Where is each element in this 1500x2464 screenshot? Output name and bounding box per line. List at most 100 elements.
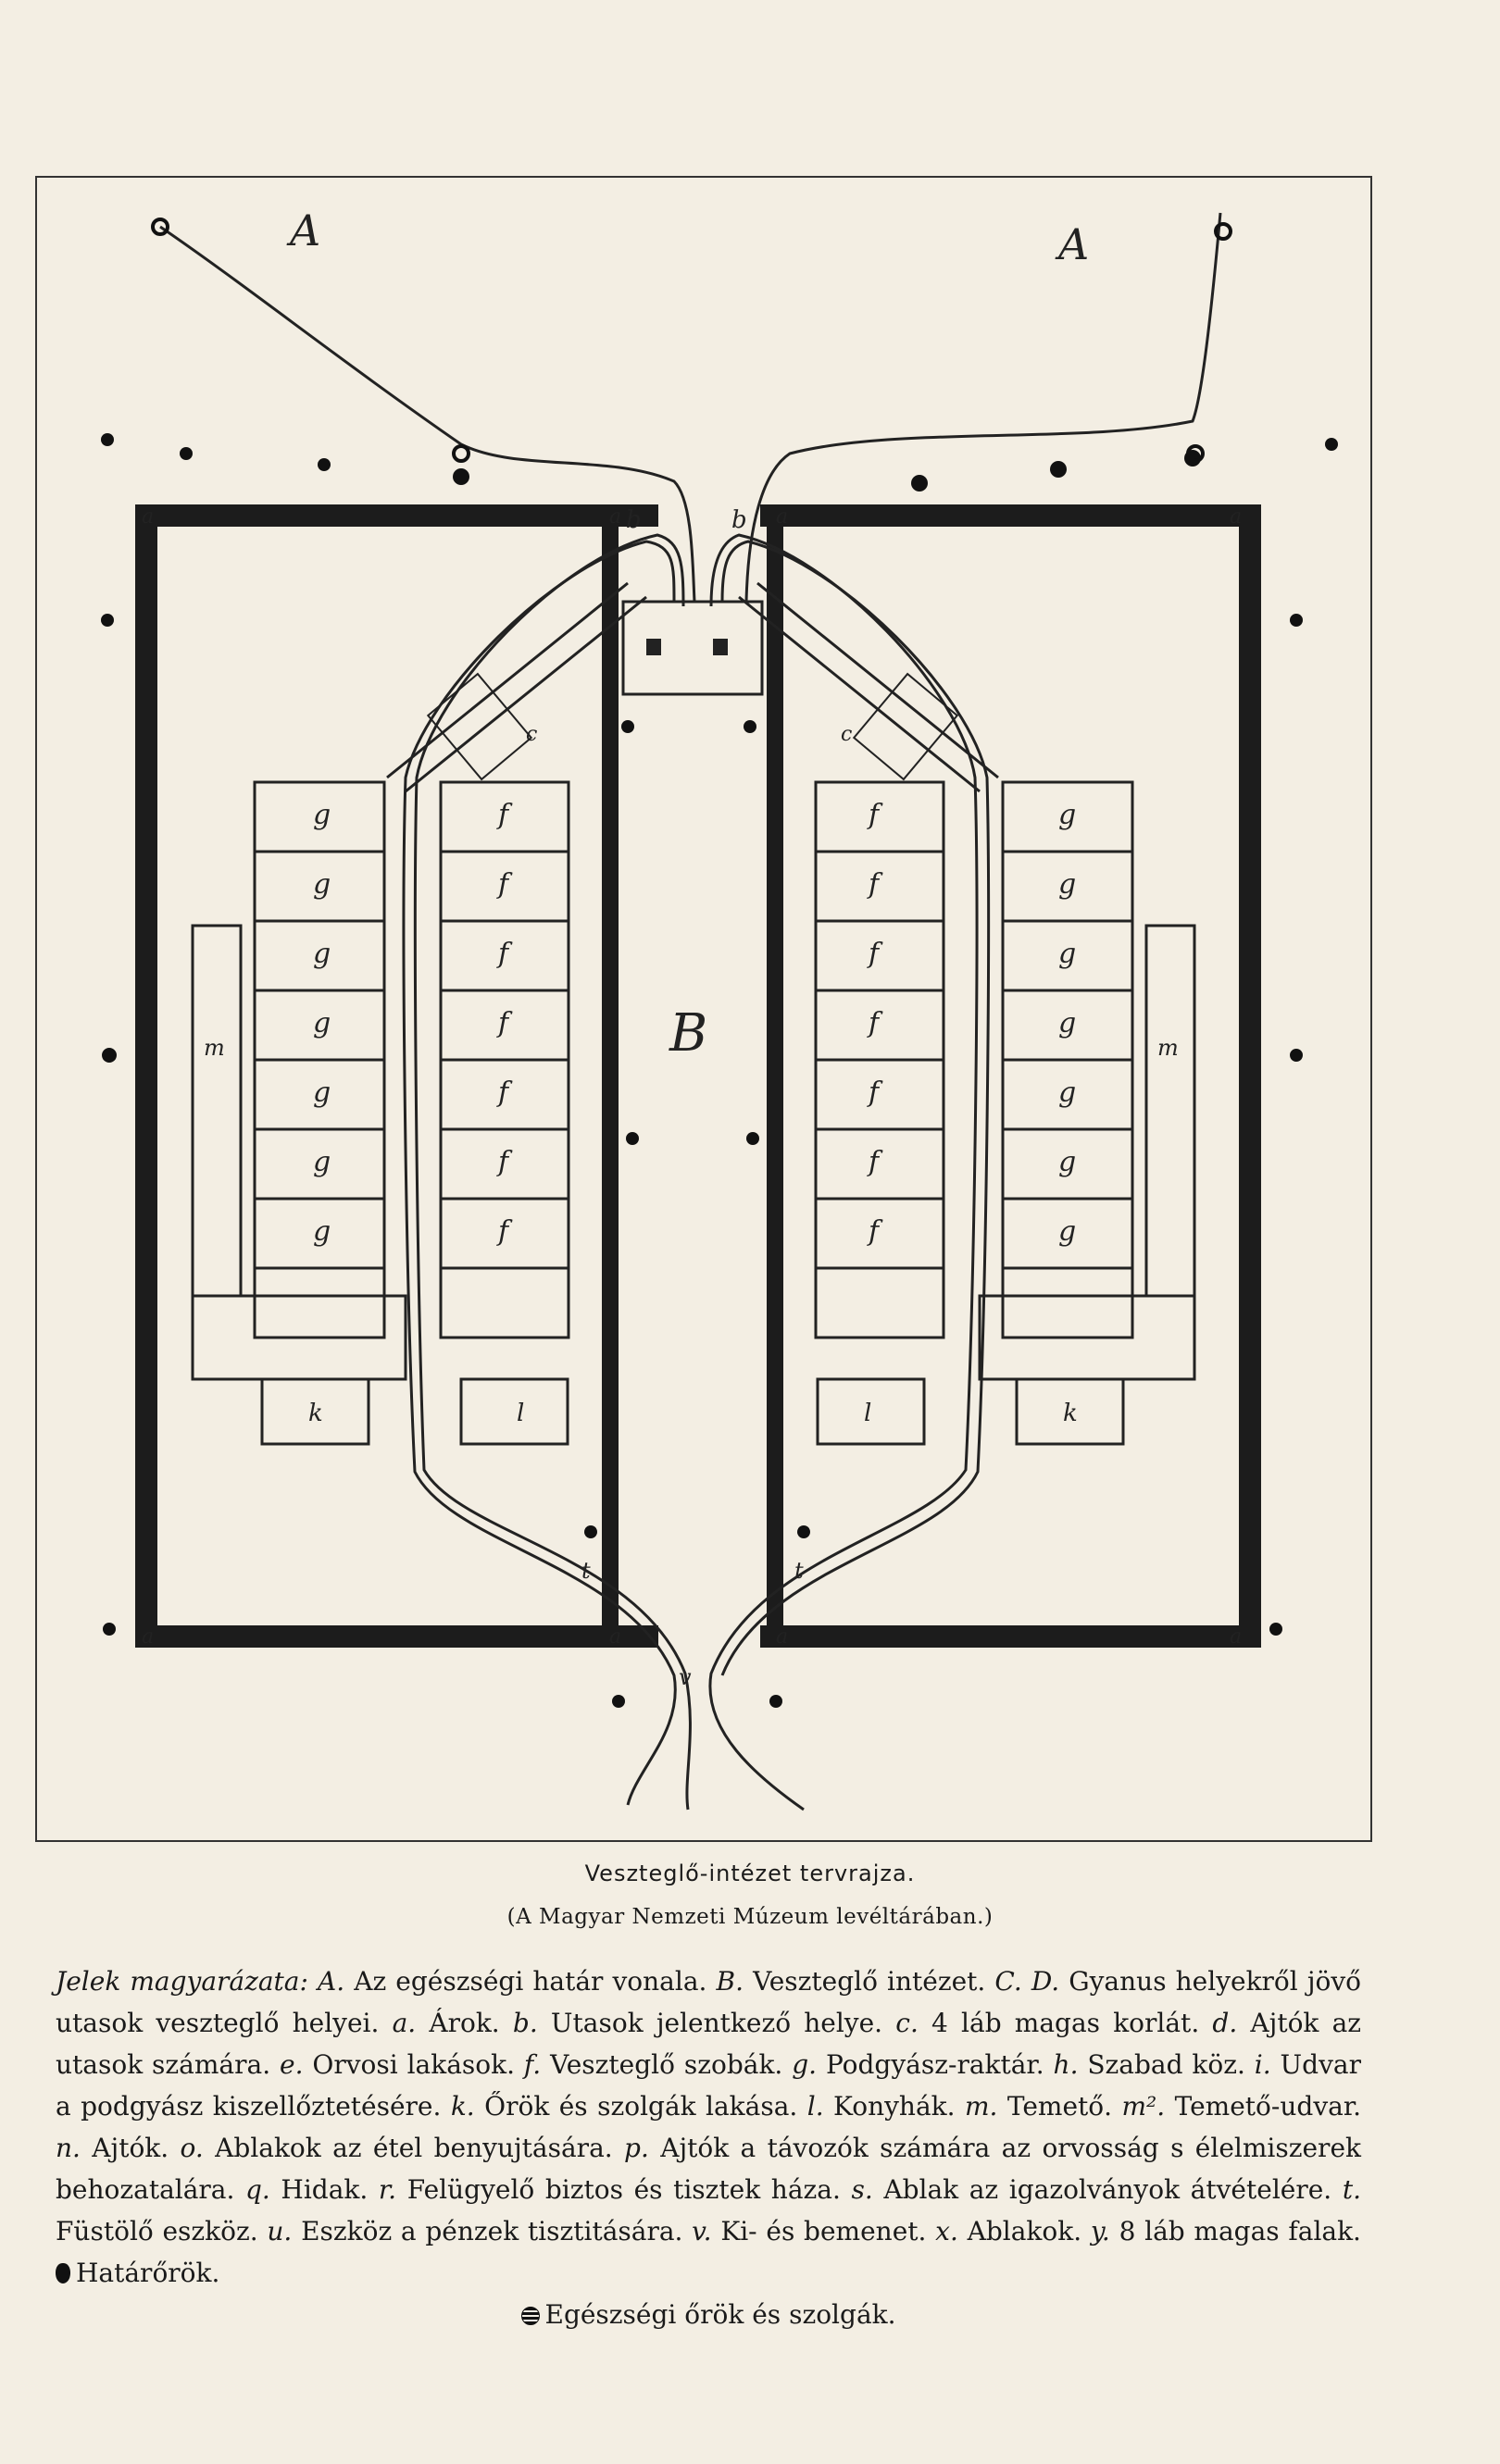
legend-entry: Orvosi lakások. xyxy=(312,2049,516,2080)
legend-key: C. D. xyxy=(994,1966,1060,1997)
legend-entry: Hidak. xyxy=(281,2174,369,2205)
legend-key: a. xyxy=(392,2008,417,2038)
legend-key: d. xyxy=(1212,2008,1238,2038)
legend-entry: Veszteglő intézet. xyxy=(753,1966,986,1997)
right-room-block xyxy=(814,780,1196,1446)
legend-key: B. xyxy=(716,1966,744,1997)
border-label-a-left: A xyxy=(286,205,320,255)
svg-text:a: a xyxy=(1230,1625,1242,1649)
svg-text:f: f xyxy=(867,1007,883,1039)
svg-text:a: a xyxy=(142,505,154,529)
legend-health-guards-line: Egészségi őrök és szolgák. xyxy=(56,2294,1361,2335)
legend-entry: Ablakok az étel benyujtására. xyxy=(215,2133,613,2163)
legend-entry: Ajtók a távozók számára az orvosság s él… xyxy=(56,2133,1361,2205)
legend-key: q. xyxy=(245,2174,270,2205)
legend-key: s. xyxy=(851,2174,873,2205)
svg-text:c: c xyxy=(841,723,852,746)
legend-entry: Ablakok. xyxy=(967,2216,1082,2246)
legend-lead: Jelek magyarázata: xyxy=(56,1966,308,1997)
legend-key: f. xyxy=(523,2049,542,2080)
svg-text:f: f xyxy=(867,799,883,831)
room-labels-g-left: gg gg gg g xyxy=(313,799,331,1248)
reception-house xyxy=(621,600,764,696)
svg-text:a: a xyxy=(776,505,788,529)
legend-key: e. xyxy=(280,2049,304,2080)
legend-text: Jelek magyarázata: A. Az egészségi határ… xyxy=(56,1960,1361,2335)
svg-text:f: f xyxy=(496,1076,513,1109)
svg-text:g: g xyxy=(1058,1146,1076,1178)
legend-entry: Szabad köz. xyxy=(1087,2049,1245,2080)
svg-text:g: g xyxy=(313,1215,331,1248)
legend-entry: Temető. xyxy=(1006,2091,1113,2122)
legend-entry: Az egészségi határ vonala. xyxy=(354,1966,707,1997)
legend-entry: Ajtók. xyxy=(92,2133,169,2163)
legend-entry: Temető-udvar. xyxy=(1174,2091,1362,2122)
legend-health-guards: Egészségi őrök és szolgák. xyxy=(544,2299,896,2330)
legend-key: c. xyxy=(895,2008,919,2038)
legend-key: b. xyxy=(512,2008,538,2038)
svg-text:f: f xyxy=(867,1215,883,1248)
plan-label-l-left: l xyxy=(517,1400,524,1427)
health-guard-markers xyxy=(151,218,1232,463)
svg-text:f: f xyxy=(496,1146,513,1178)
legend-entry: Gyanus helyekről jövő utasok veszteglő h… xyxy=(56,1966,1362,2038)
svg-text:g: g xyxy=(313,1076,331,1109)
plan-label-k-left: k xyxy=(308,1400,323,1427)
svg-text:g: g xyxy=(1058,938,1076,970)
legend-entry: Füstölő eszköz. xyxy=(56,2216,258,2246)
svg-text:t: t xyxy=(794,1558,804,1584)
svg-text:f: f xyxy=(496,799,513,831)
quarantine-floor-plan: A A B b b m m k k l l gg gg gg g ff ff f… xyxy=(101,205,1338,1811)
legend-entry: Udvar a podgyász kiszellőztetésére. xyxy=(56,2049,1361,2122)
legend-key: y. xyxy=(1090,2216,1110,2246)
room-labels-g-right: gg gg gg g xyxy=(1058,799,1076,1248)
legend-entry: Ki- és bemenet. xyxy=(720,2216,927,2246)
legend-key: r. xyxy=(378,2174,397,2205)
svg-text:f: f xyxy=(496,938,513,970)
svg-text:v: v xyxy=(679,1664,692,1690)
plan-label-m-right: m xyxy=(1157,1035,1179,1061)
svg-text:c: c xyxy=(526,723,537,746)
legend-key: i. xyxy=(1254,2049,1271,2080)
legend-entry: Felügyelő biztos és tisztek háza. xyxy=(406,2174,841,2205)
plan-label-l-right: l xyxy=(864,1400,871,1427)
legend-entry: Ajtók az utasok számára. xyxy=(56,2008,1362,2080)
plan-label-k-right: k xyxy=(1063,1400,1078,1427)
border-line-left xyxy=(159,225,696,603)
plan-label-m-left: m xyxy=(204,1035,225,1061)
svg-text:f: f xyxy=(867,1146,883,1178)
legend-key: p. xyxy=(624,2133,649,2163)
legend-key: n. xyxy=(56,2133,81,2163)
legend-entry: 8 láb magas falak. xyxy=(1119,2216,1361,2246)
plan-caption-source: (A Magyar Nemzeti Múzeum levéltárában.) xyxy=(506,1905,994,1929)
svg-text:a: a xyxy=(776,1625,788,1649)
room-labels-f-left: ff ff ff f xyxy=(496,799,513,1248)
legend-key: A. xyxy=(318,1966,345,1997)
legend-entry: Veszteglő szobák. xyxy=(550,2049,783,2080)
svg-text:g: g xyxy=(1058,868,1076,901)
room-labels-f-right: f f f f f f f xyxy=(867,799,883,1248)
legend-entry: Podgyász-raktár. xyxy=(825,2049,1044,2080)
svg-text:f: f xyxy=(867,868,883,901)
health-guard-marker-icon xyxy=(520,2307,540,2325)
legend-key: m². xyxy=(1121,2091,1166,2122)
svg-text:g: g xyxy=(313,1007,331,1039)
svg-text:g: g xyxy=(313,868,331,901)
legend-key: t. xyxy=(1342,2174,1361,2205)
legend-key: x. xyxy=(935,2216,958,2246)
svg-text:g: g xyxy=(1058,799,1076,831)
svg-text:g: g xyxy=(1058,1215,1076,1248)
legend-key: v. xyxy=(692,2216,712,2246)
border-line-right xyxy=(744,212,1222,603)
plan-caption-title: Veszteglő-intézet tervrajza. xyxy=(584,1860,916,1886)
legend-entry: Ablak az igazolványok átvételére. xyxy=(883,2174,1332,2205)
svg-text:g: g xyxy=(1058,1007,1076,1039)
svg-text:f: f xyxy=(867,1076,883,1109)
svg-text:g: g xyxy=(313,938,331,970)
legend-entry: Árok. xyxy=(429,2008,500,2038)
legend-entry: Őrök és szolgák lakása. xyxy=(484,2091,798,2122)
legend-key: m. xyxy=(964,2091,998,2122)
legend-key: k. xyxy=(450,2091,475,2122)
svg-text:f: f xyxy=(867,938,883,970)
